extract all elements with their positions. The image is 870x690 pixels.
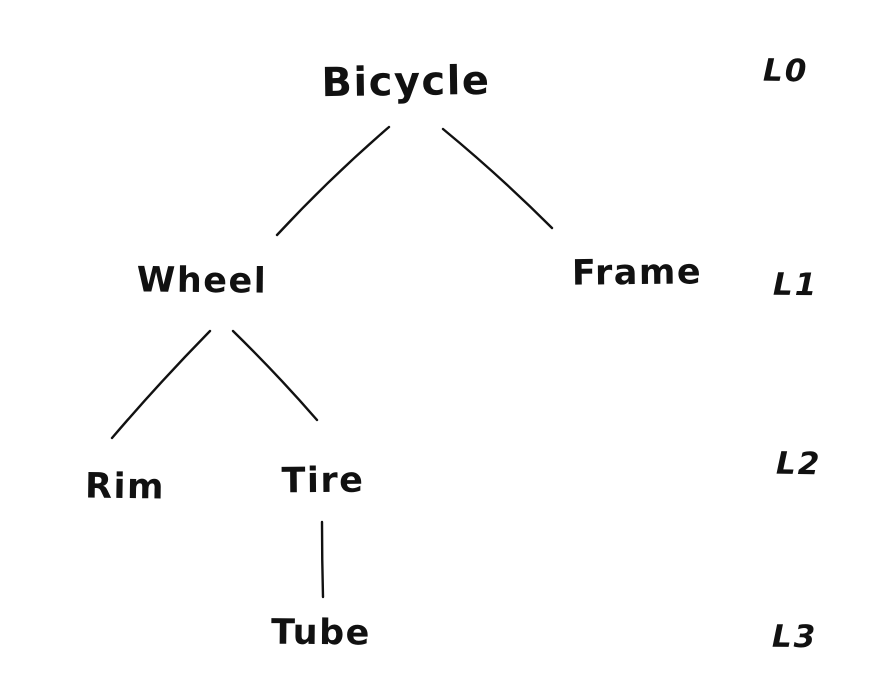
level-label-l2: L2: [775, 445, 822, 483]
edge-tire-tube: [320, 520, 325, 599]
edge-wheel-rim: [110, 329, 212, 440]
edge-wheel-tire: [231, 329, 319, 422]
level-label-l3: L3: [771, 618, 818, 656]
node-tire: Tire: [281, 460, 365, 502]
node-tube: Tube: [270, 612, 372, 654]
level-label-l1: L1: [772, 266, 819, 304]
node-wheel: Wheel: [136, 260, 268, 302]
node-bicycle: Bicycle: [321, 57, 491, 107]
node-frame: Frame: [571, 252, 703, 294]
edge-bicycle-wheel: [275, 125, 391, 237]
node-rim: Rim: [84, 466, 166, 508]
edge-bicycle-frame: [441, 127, 554, 230]
level-label-l0: L0: [762, 52, 809, 90]
